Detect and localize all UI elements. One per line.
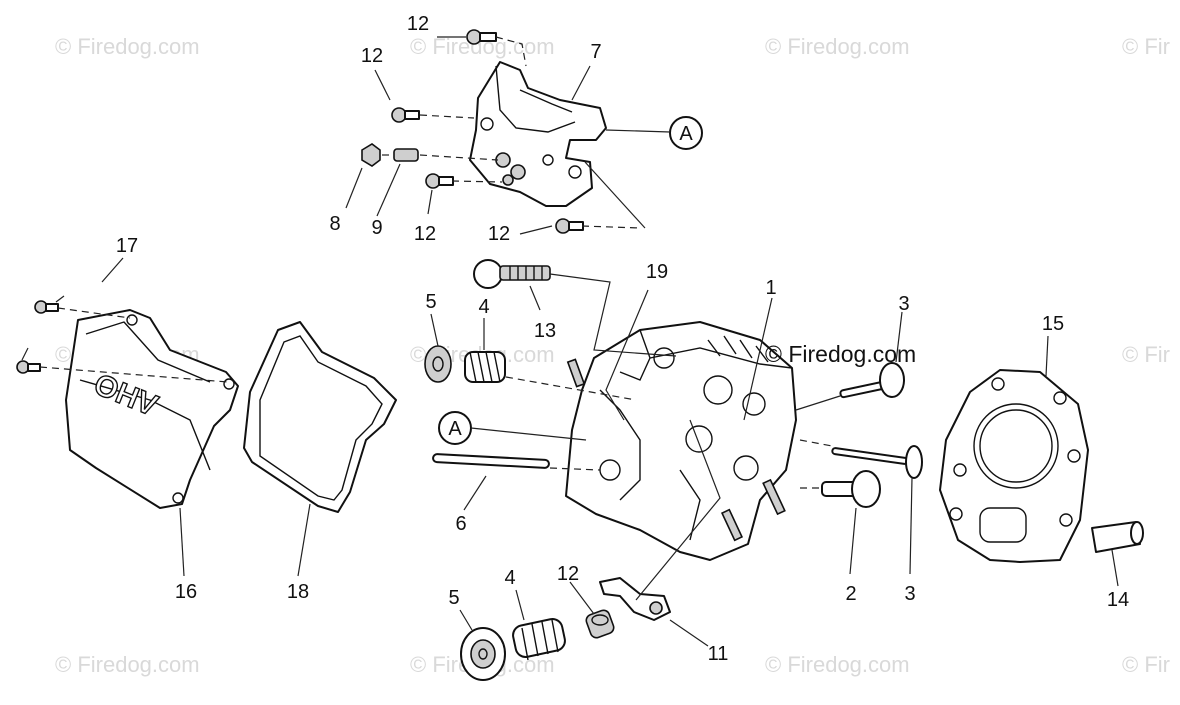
bolt-12-mid (425, 173, 454, 189)
bolt-12-left (391, 107, 420, 123)
reference-mark-a-lower: A (438, 411, 472, 445)
valve-spring-lower (512, 618, 566, 661)
valve-seal (585, 609, 615, 639)
callout-16: 16 (175, 581, 197, 603)
cover-gasket (243, 321, 397, 513)
reference-letter: A (679, 123, 693, 145)
dowel-pin (1091, 521, 1144, 553)
callout-6: 6 (455, 513, 466, 535)
watermark: © Fir (1122, 652, 1170, 677)
rocker-arm (599, 577, 671, 621)
watermark: © Firedog.com (765, 652, 910, 677)
callout-2: 2 (845, 583, 856, 605)
reference-letter: A (448, 418, 462, 440)
callout-1: 1 (765, 277, 776, 299)
callout-12-top: 12 (407, 13, 429, 35)
cylinder-head (565, 321, 797, 561)
nut-8 (361, 143, 381, 167)
watermark: © Fir (1122, 34, 1170, 59)
valve-lower-3 (831, 445, 923, 479)
valve-guide-2 (821, 470, 881, 508)
callout-12-right: 12 (488, 223, 510, 245)
spring-retainer-lower (460, 627, 506, 681)
push-rod (432, 453, 550, 469)
valve-upper (839, 362, 905, 399)
screw-17-a (34, 300, 59, 314)
callout-5-upper: 5 (425, 291, 436, 313)
spring-retainer-upper (424, 345, 452, 383)
callout-9: 9 (371, 217, 382, 239)
callout-11: 12 (557, 563, 579, 585)
watermark: © Fir (1122, 342, 1170, 367)
callout-10: 11 (708, 643, 729, 665)
callout-15: 15 (1042, 313, 1064, 335)
watermark: © Firedog.com (55, 652, 200, 677)
callout-3-upper: 3 (898, 293, 909, 315)
callout-12-mid: 12 (414, 223, 436, 245)
callout-5-lower: 5 (448, 587, 459, 609)
leader-lines (21, 36, 1119, 647)
callout-18: 18 (287, 581, 309, 603)
screw-17-b (16, 360, 41, 374)
callout-3-lower: 3 (904, 583, 915, 605)
rocker-bracket (469, 61, 607, 207)
callout-19: 19 (646, 261, 668, 283)
watermark: © Firedog.com (765, 34, 910, 59)
stud-9 (393, 148, 419, 162)
callout-4-lower: 4 (504, 567, 515, 589)
bolt-12-right (555, 218, 584, 234)
callout-4-upper: 4 (478, 296, 489, 318)
valve-cover: OHV (65, 309, 239, 509)
callout-12-left: 12 (361, 45, 383, 67)
watermark: © Firedog.com (55, 34, 200, 59)
callout-numbers: 12 12 7 8 9 12 12 17 19 1 3 15 5 4 13 6 … (116, 13, 1129, 665)
bolt-12-top (466, 29, 497, 45)
reference-mark-a-upper: A (669, 116, 703, 150)
head-bolt (473, 259, 551, 289)
head-gasket (939, 369, 1089, 563)
callout-7: 7 (590, 41, 601, 63)
callout-13: 13 (534, 320, 556, 342)
callout-17: 17 (116, 235, 138, 257)
callout-8: 8 (329, 213, 340, 235)
copyright-credit: © Firedog.com (765, 341, 916, 367)
valve-spring-upper (464, 351, 506, 383)
callout-14: 14 (1107, 589, 1129, 611)
